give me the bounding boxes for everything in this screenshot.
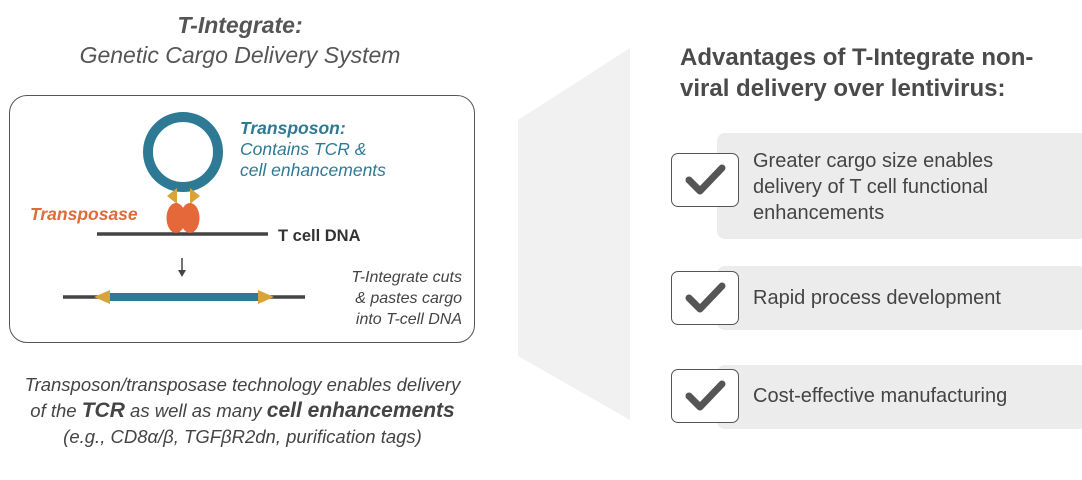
advantage-1: Greater cargo size enables delivery of T… xyxy=(753,148,993,226)
transposase-right xyxy=(180,203,200,233)
ring-arrow-right xyxy=(190,188,200,204)
chevron-shape xyxy=(518,48,630,420)
transposase-left xyxy=(166,203,186,233)
cut-line-1: T-Integrate cuts xyxy=(351,269,462,286)
diagram-box xyxy=(9,95,475,343)
checkmark-box-2 xyxy=(671,271,739,325)
cut-line-3: into T-cell DNA xyxy=(355,311,462,328)
advantage-1-line2: delivery of T cell functional xyxy=(753,176,988,198)
advantages-title-1: Advantages of T-Integrate non- xyxy=(680,44,1034,71)
caption-part3: (e.g., CD8α/β, TGFβR2dn, purification ta… xyxy=(63,426,422,447)
left-title: T-Integrate: Genetic Cargo Delivery Syst… xyxy=(60,10,420,70)
cut-line-2: & pastes cargo xyxy=(355,290,462,307)
transposon-title: Transposon: xyxy=(240,118,346,138)
caption-part2: as well as many xyxy=(124,400,267,421)
diagram-caption: Transposon/transposase technology enable… xyxy=(20,372,465,450)
integrated-cargo xyxy=(108,293,260,301)
caption-tcr: TCR xyxy=(81,399,125,422)
title-line1: T-Integrate: xyxy=(177,12,303,38)
adv-panel-1 xyxy=(717,133,1082,239)
cargo-arrow-right xyxy=(258,290,274,304)
advantage-2: Rapid process development xyxy=(753,287,1001,309)
down-arrow-head xyxy=(178,270,186,277)
caption-part1: Transposon/transposase technology enable… xyxy=(24,374,461,421)
title-line2: Genetic Cargo Delivery System xyxy=(79,42,401,68)
cargo-arrow-left xyxy=(94,290,110,304)
adv-panel-3 xyxy=(717,365,1082,429)
caption-cell-enh: cell enhancements xyxy=(266,399,455,422)
transposase-label: Transposase xyxy=(30,204,138,224)
tcell-dna-label: T cell DNA xyxy=(278,227,361,245)
checkmark-box-3 xyxy=(671,369,739,423)
checkmark-icon xyxy=(685,282,726,313)
advantage-1-line1: Greater cargo size enables xyxy=(753,150,994,172)
checkmark-icon xyxy=(685,164,726,195)
adv-panel-2 xyxy=(717,266,1082,330)
advantages-title-2: viral delivery over lentivirus: xyxy=(680,75,1006,102)
advantages-title: Advantages of T-Integrate non- viral del… xyxy=(680,42,1033,104)
ring-arrow-left xyxy=(167,188,177,204)
advantage-3: Cost-effective manufacturing xyxy=(753,385,1008,407)
transposon-label: Transposon: Contains TCR & cell enhancem… xyxy=(240,118,386,181)
cut-paste-label: T-Integrate cuts & pastes cargo into T-c… xyxy=(300,267,462,330)
transposon-desc-1: Contains TCR & xyxy=(240,139,367,159)
advantage-1-line3: enhancements xyxy=(753,202,885,224)
transposon-ring xyxy=(143,112,223,192)
checkmark-icon xyxy=(685,380,726,411)
checkmark-box-1 xyxy=(671,153,739,207)
transposon-desc-2: cell enhancements xyxy=(240,160,386,180)
